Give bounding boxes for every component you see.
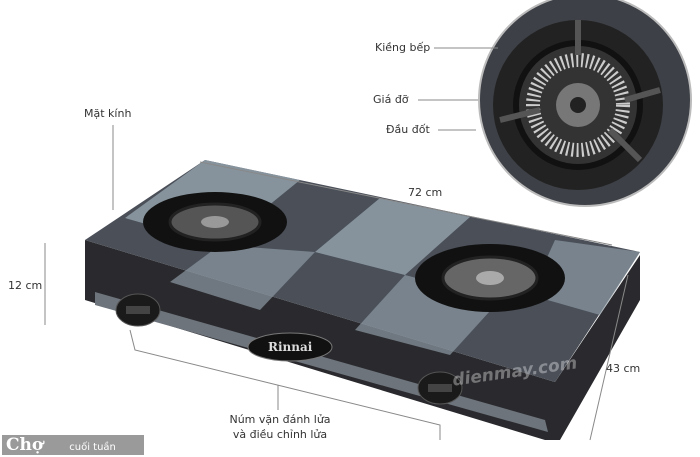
site-logo: Chợ cuối tuần [2,435,144,455]
dimension-width: 72 cm [408,186,443,199]
label-trivet: Kiềng bếp [375,41,431,54]
brand-badge [247,332,333,362]
label-knob: Núm vặn đánh lửa và điều chỉnh lửa [210,412,350,442]
dimension-depth: 43 cm [606,362,641,375]
label-support: Giá đỡ [373,93,409,106]
label-knob-line2: và điều chỉnh lửa [232,428,328,441]
burner-closeup [478,0,692,207]
left-knob [115,293,161,327]
right-burner [415,244,565,312]
left-burner [143,192,287,252]
right-knob [417,371,463,405]
dimension-height: 12 cm [8,279,43,292]
brand-name: Rinnai [268,340,313,354]
logo-main: Chợ [6,435,44,455]
label-knob-line1: Núm vặn đánh lửa [229,413,331,426]
logo-sub: cuối tuần [69,442,116,453]
label-glass-top: Mặt kính [84,107,132,120]
label-burner-head: Đầu đốt [386,123,430,136]
annotation-lines [44,47,629,441]
